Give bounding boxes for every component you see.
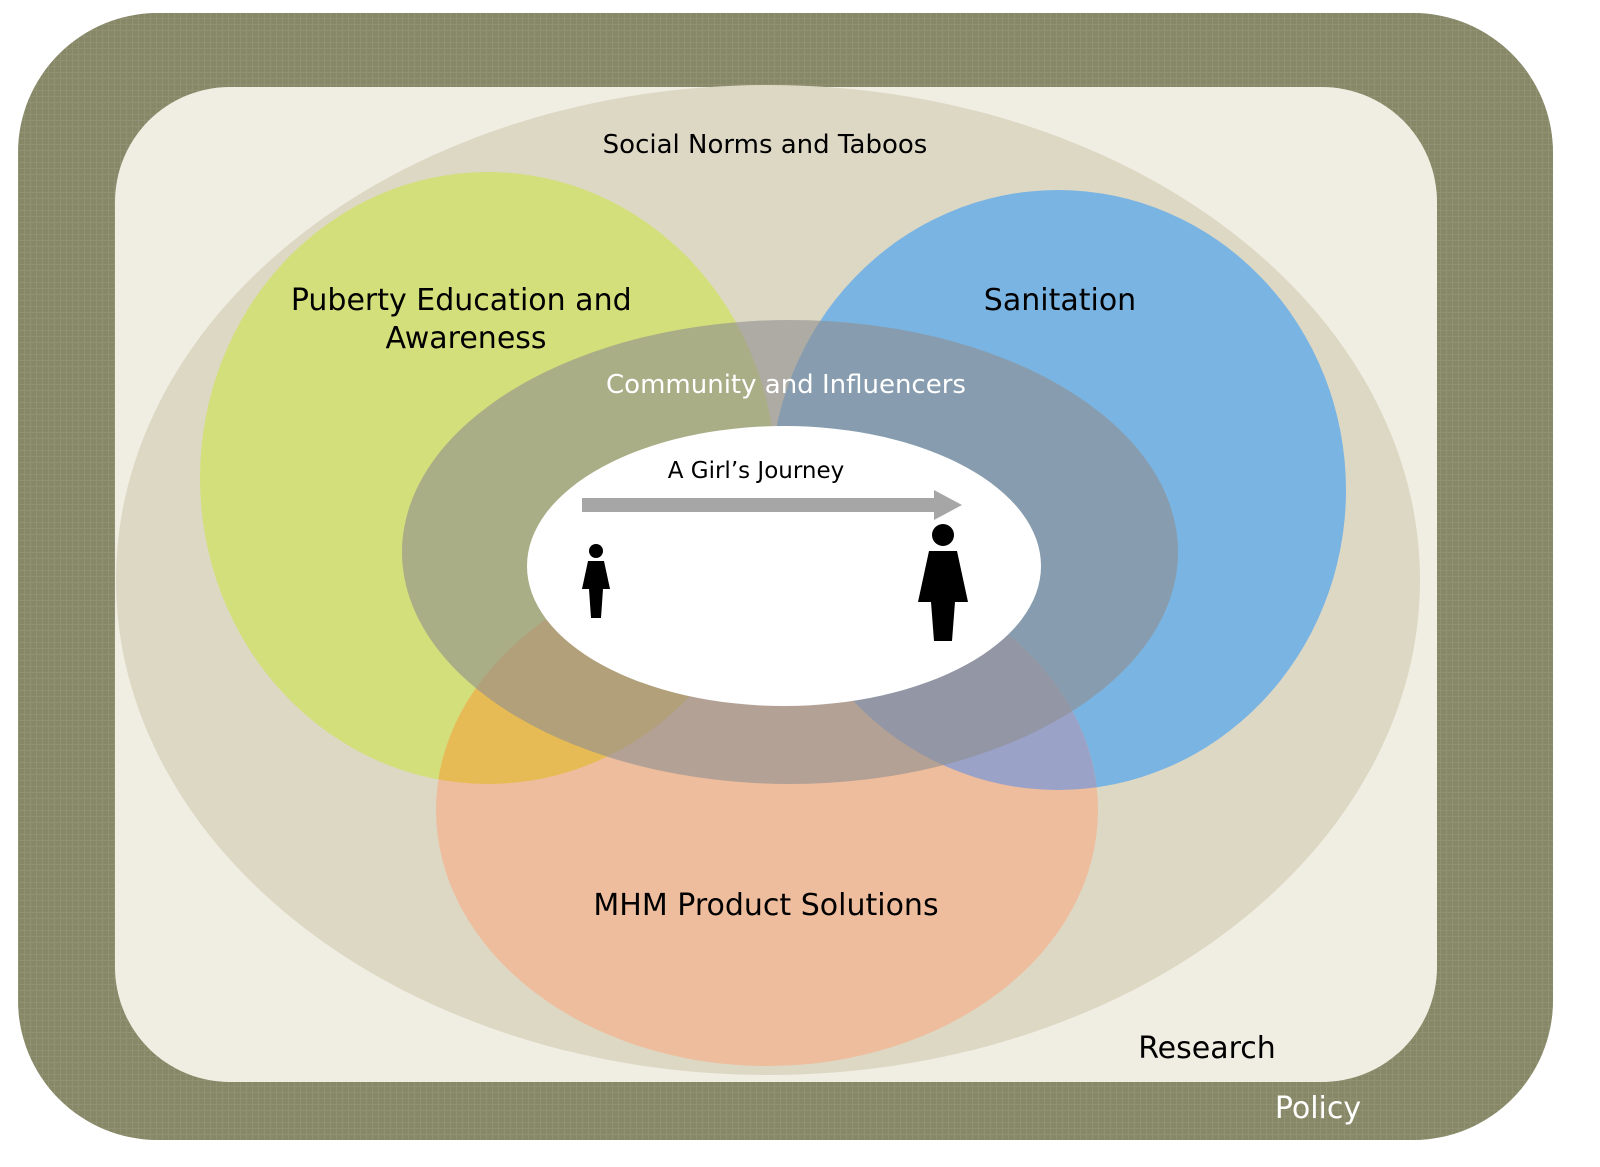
journey-arrow-icon: [582, 490, 962, 520]
puberty-education-label-line-1: Puberty Education and: [291, 283, 632, 318]
puberty-education-label: Puberty Education and Awareness: [291, 283, 641, 356]
girl-figure-icon: [582, 544, 610, 618]
puberty-education-label-line-2: Awareness: [385, 321, 546, 356]
research-label: Research: [1138, 1031, 1276, 1066]
mhm-products-label: MHM Product Solutions: [593, 888, 938, 923]
girls-journey-ellipse: [527, 426, 1041, 706]
sanitation-label: Sanitation: [984, 283, 1136, 318]
community-label: Community and Influencers: [606, 370, 966, 400]
woman-figure-icon: [918, 524, 968, 641]
policy-label: Policy: [1275, 1091, 1361, 1126]
social-norms-label: Social Norms and Taboos: [603, 130, 928, 160]
girls-journey-label: A Girl’s Journey: [668, 458, 845, 484]
